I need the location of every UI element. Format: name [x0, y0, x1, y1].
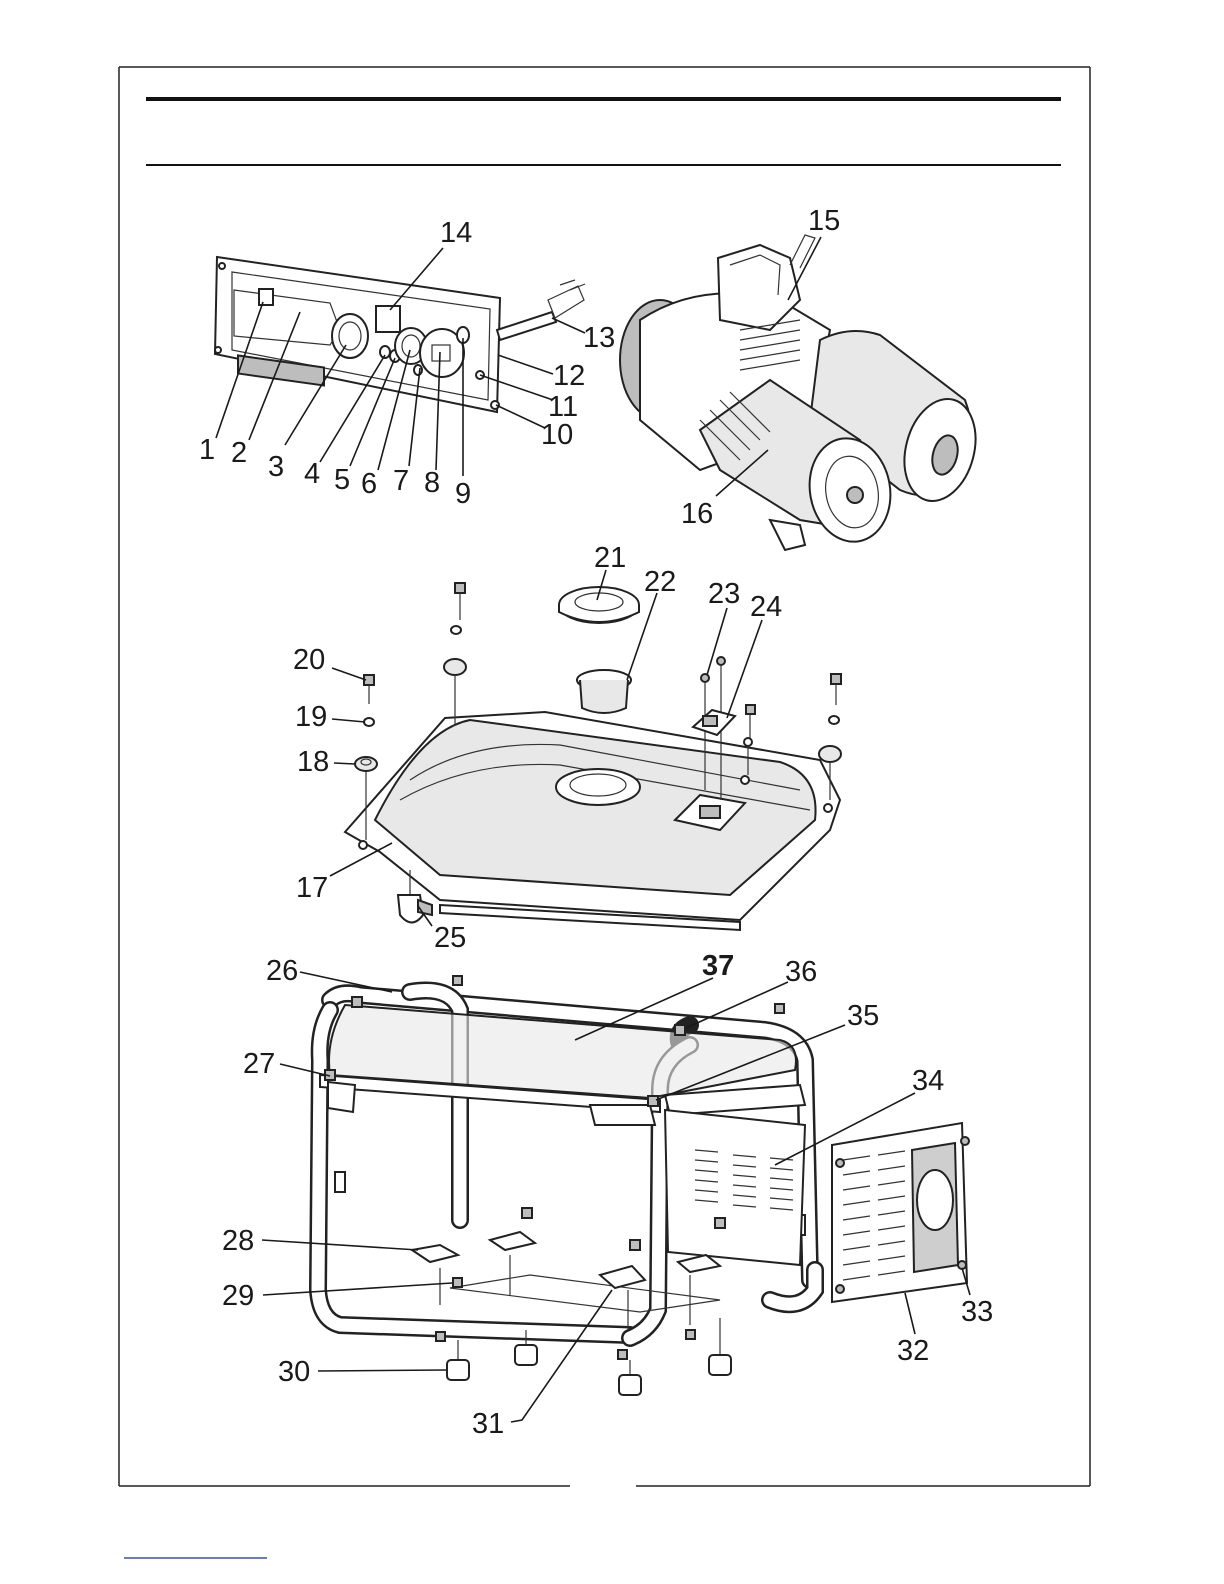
socket-3: [332, 314, 368, 358]
callout-15: 15: [808, 205, 840, 237]
side-panel-34: [665, 1110, 805, 1265]
callout-34: 34: [912, 1065, 944, 1097]
callout-21: 21: [594, 542, 626, 574]
callout-9: 9: [455, 478, 471, 510]
callout-5: 5: [334, 464, 350, 496]
callout-19: 19: [295, 701, 327, 733]
header-rules: [146, 99, 1061, 165]
callout-23: 23: [708, 578, 740, 610]
callout-18: 18: [297, 746, 329, 778]
callout-7: 7: [393, 465, 409, 497]
callout-25: 25: [434, 922, 466, 954]
meter-14: [376, 306, 400, 332]
callout-2: 2: [231, 437, 247, 469]
callout-37: 37: [702, 950, 734, 982]
callout-3: 3: [268, 451, 284, 483]
switch-1: [259, 289, 273, 305]
callout-1: 1: [199, 434, 215, 466]
callout-6: 6: [361, 468, 377, 500]
callout-32: 32: [897, 1335, 929, 1367]
callout-11: 11: [548, 391, 578, 423]
callout-22: 22: [644, 566, 676, 598]
callout-12: 12: [553, 360, 585, 392]
callout-8: 8: [424, 467, 440, 499]
callout-24: 24: [750, 591, 782, 623]
washer-19: [364, 718, 374, 726]
callout-27: 27: [243, 1048, 275, 1080]
callout-10: 10: [541, 419, 573, 451]
callout-4: 4: [304, 458, 320, 490]
callout-13: 13: [583, 322, 615, 354]
callout-33: 33: [961, 1296, 993, 1328]
callout-20: 20: [293, 644, 325, 676]
callout-14: 14: [440, 217, 472, 249]
engine-alternator: [620, 235, 986, 550]
callout-36: 36: [785, 956, 817, 988]
callout-16: 16: [681, 498, 713, 530]
callout-29: 29: [222, 1280, 254, 1312]
end-panel-32: [832, 1123, 967, 1302]
callout-31: 31: [472, 1408, 504, 1440]
callout-28: 28: [222, 1225, 254, 1257]
callout-35: 35: [847, 1000, 879, 1032]
fuel-filter-22: [577, 670, 631, 713]
grommet-18: [355, 757, 377, 771]
callout-26: 26: [266, 955, 298, 987]
callout-30: 30: [278, 1356, 310, 1388]
callout-17: 17: [296, 872, 328, 904]
